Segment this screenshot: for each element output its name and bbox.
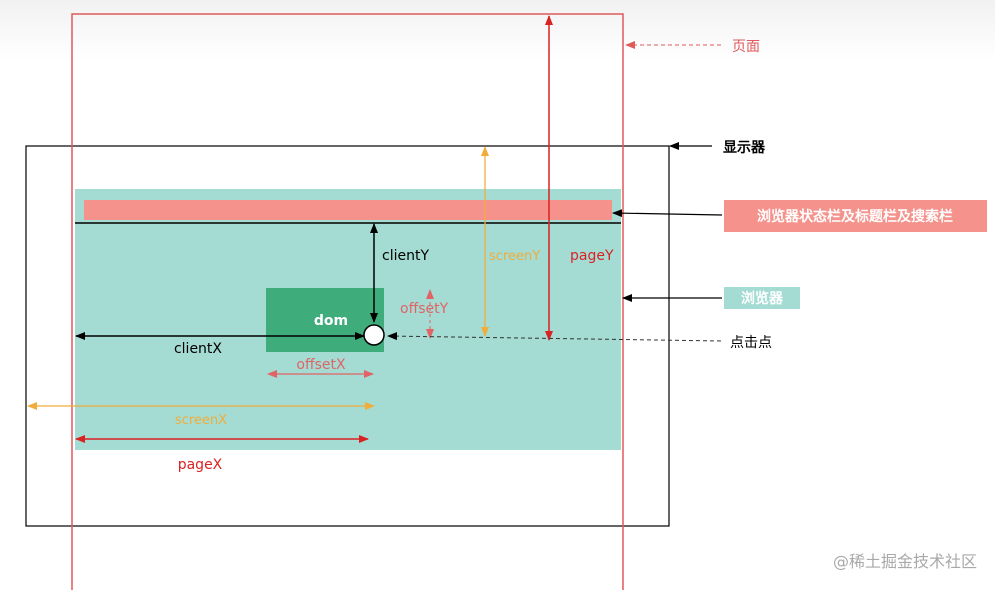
dom-element <box>266 288 384 352</box>
click-point-circle <box>363 324 385 346</box>
offsetX-label: offsetX <box>296 357 346 373</box>
pageX-label: pageX <box>178 457 223 473</box>
page-frame <box>71 13 624 590</box>
monitor-frame <box>25 145 670 527</box>
pageY-label: pageY <box>570 248 614 264</box>
offsetY-label: offsetY <box>400 301 449 317</box>
watermark: @稀土掘金技术社区 <box>832 552 977 571</box>
browser-bars-pointer <box>612 209 723 218</box>
top-fade-background <box>0 0 995 60</box>
clientY-label: clientY <box>382 248 429 264</box>
clientX-label: clientX <box>174 341 222 357</box>
click-point-label: 点击点 <box>730 335 772 351</box>
browser-badge-text: 浏览器 <box>741 290 784 307</box>
monitor-label: 显示器 <box>723 140 766 156</box>
browser-bars-badge <box>724 200 987 232</box>
browser-bars-badge-text: 浏览器状态栏及标题栏及搜索栏 <box>757 208 953 225</box>
browser-badge <box>724 287 800 309</box>
screenX-label: screenX <box>175 413 227 428</box>
dom-label: dom <box>314 313 348 329</box>
page-label: 页面 <box>732 39 760 55</box>
screenY-label: screenY <box>489 249 540 264</box>
browser-bars <box>84 200 612 220</box>
